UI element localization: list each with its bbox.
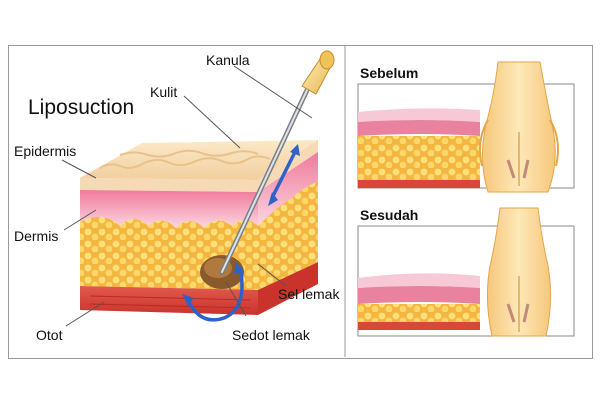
muscle-layer xyxy=(80,286,258,315)
panel-heading-before: Sebelum xyxy=(360,65,419,81)
before-body-figure xyxy=(481,61,556,193)
leader-lines xyxy=(61,65,313,327)
after-body-figure xyxy=(486,207,552,337)
after-muscle-layer xyxy=(358,322,480,330)
label-sedot-lemak: Sedot lemak xyxy=(232,327,310,343)
before-muscle-layer xyxy=(358,180,480,188)
panel-heading-after: Sesudah xyxy=(360,207,419,223)
cannula xyxy=(219,50,335,275)
label-epidermis: Epidermis xyxy=(14,143,77,159)
skin-tissue-block xyxy=(80,140,318,315)
after-panel xyxy=(357,207,575,337)
label-sel-lemak: Sel lemak xyxy=(278,286,340,302)
side-dermis xyxy=(258,152,318,226)
before-panel xyxy=(357,61,575,193)
epidermis-layer xyxy=(80,178,258,192)
side-muscle xyxy=(258,262,318,315)
label-kulit: Kulit xyxy=(150,84,178,100)
diagram-title: Liposuction xyxy=(28,96,135,119)
before-fat-layer xyxy=(358,136,480,180)
motion-arrows xyxy=(182,144,300,322)
side-fat xyxy=(258,182,318,290)
label-kanula: Kanula xyxy=(206,52,250,68)
label-otot: Otot xyxy=(36,327,63,343)
after-fat-layer xyxy=(358,304,480,322)
dermis-layer xyxy=(80,190,258,228)
label-dermis: Dermis xyxy=(14,228,59,244)
